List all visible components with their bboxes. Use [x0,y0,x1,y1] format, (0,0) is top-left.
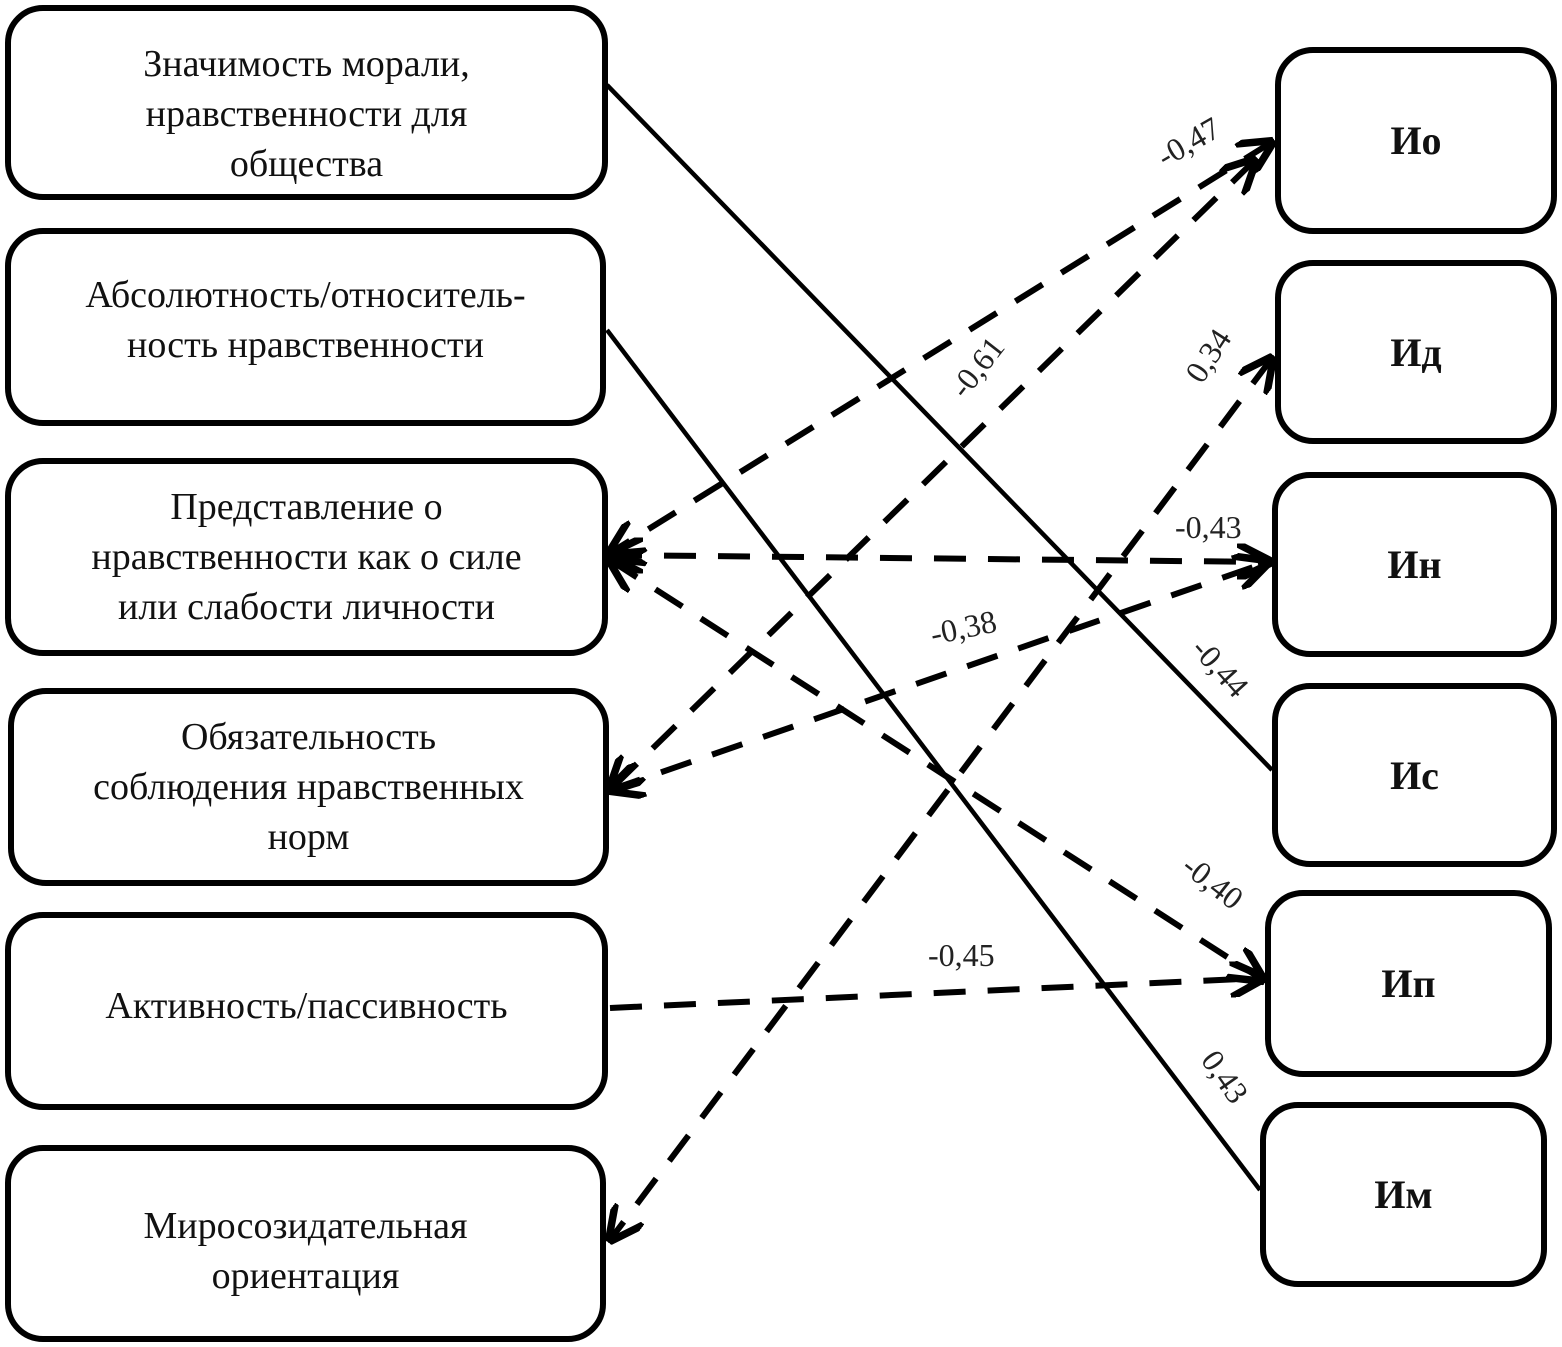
edge-label-l3-ip: -0,40 [1176,847,1251,916]
node-label: Ид [1390,329,1442,375]
node-label: Им [1374,1172,1433,1217]
node-io: Ио [1275,47,1557,234]
edge-r1-l3 [610,142,1272,553]
edge-label-l3-in: -0,43 [1175,509,1242,545]
node-id: Ид [1275,260,1557,444]
edge-l4-r3 [610,562,1268,790]
node-world-creating-orientation: Миросозидательная ориентация [5,1145,606,1342]
node-label: Обязательность соблюдения нравственных н… [93,716,524,858]
node-is: Ис [1272,683,1557,867]
edge-label-l2-im: 0,43 [1194,1043,1256,1110]
edge-r2-l6 [610,358,1272,1240]
node-activity-passivity: Активность/пассивность [5,912,608,1110]
edge-l3-r5 [610,560,1263,980]
node-label: Активность/пассивность [105,985,508,1027]
node-label: Значимость морали, нравственности для об… [143,43,470,185]
node-label: Представление о нравственности как о сил… [91,486,522,628]
edge-r1-l4 [610,160,1255,790]
node-label: Абсолютность/относитель- ность нравствен… [85,274,526,366]
node-label: Ис [1390,752,1439,798]
edge-l5-r5 [609,978,1263,1011]
edge-l1-r4 [605,83,1274,772]
node-morality-strength-weakness: Представление о нравственности как о сил… [5,458,608,656]
node-im: Им [1260,1102,1547,1287]
node-label: Ио [1390,118,1442,163]
edge-label-id-l6: 0,34 [1178,322,1239,389]
edge-label-l1-is: -0,44 [1185,631,1256,705]
node-morality-absoluteness: Абсолютность/относитель- ность нравствен… [5,228,606,426]
node-ip: Ип [1265,890,1552,1077]
edge-label-l5-ip: -0,45 [928,937,995,973]
node-norms-obligation: Обязательность соблюдения нравственных н… [8,688,609,886]
edge-label-io-l4: -0,61 [942,330,1011,405]
edge-label-l4-in: -0,38 [927,603,1000,652]
node-morality-significance: Значимость морали, нравственности для об… [5,5,608,200]
edge-l3-r3 [610,555,1270,562]
node-label: Ип [1381,961,1436,1006]
node-label: Миросозидательная ориентация [143,1204,468,1297]
node-in: Ин [1272,472,1557,657]
edge-l2-r6 [605,328,1262,1192]
node-label: Ин [1387,542,1442,587]
edge-label-io-l3: -0,47 [1151,110,1227,175]
